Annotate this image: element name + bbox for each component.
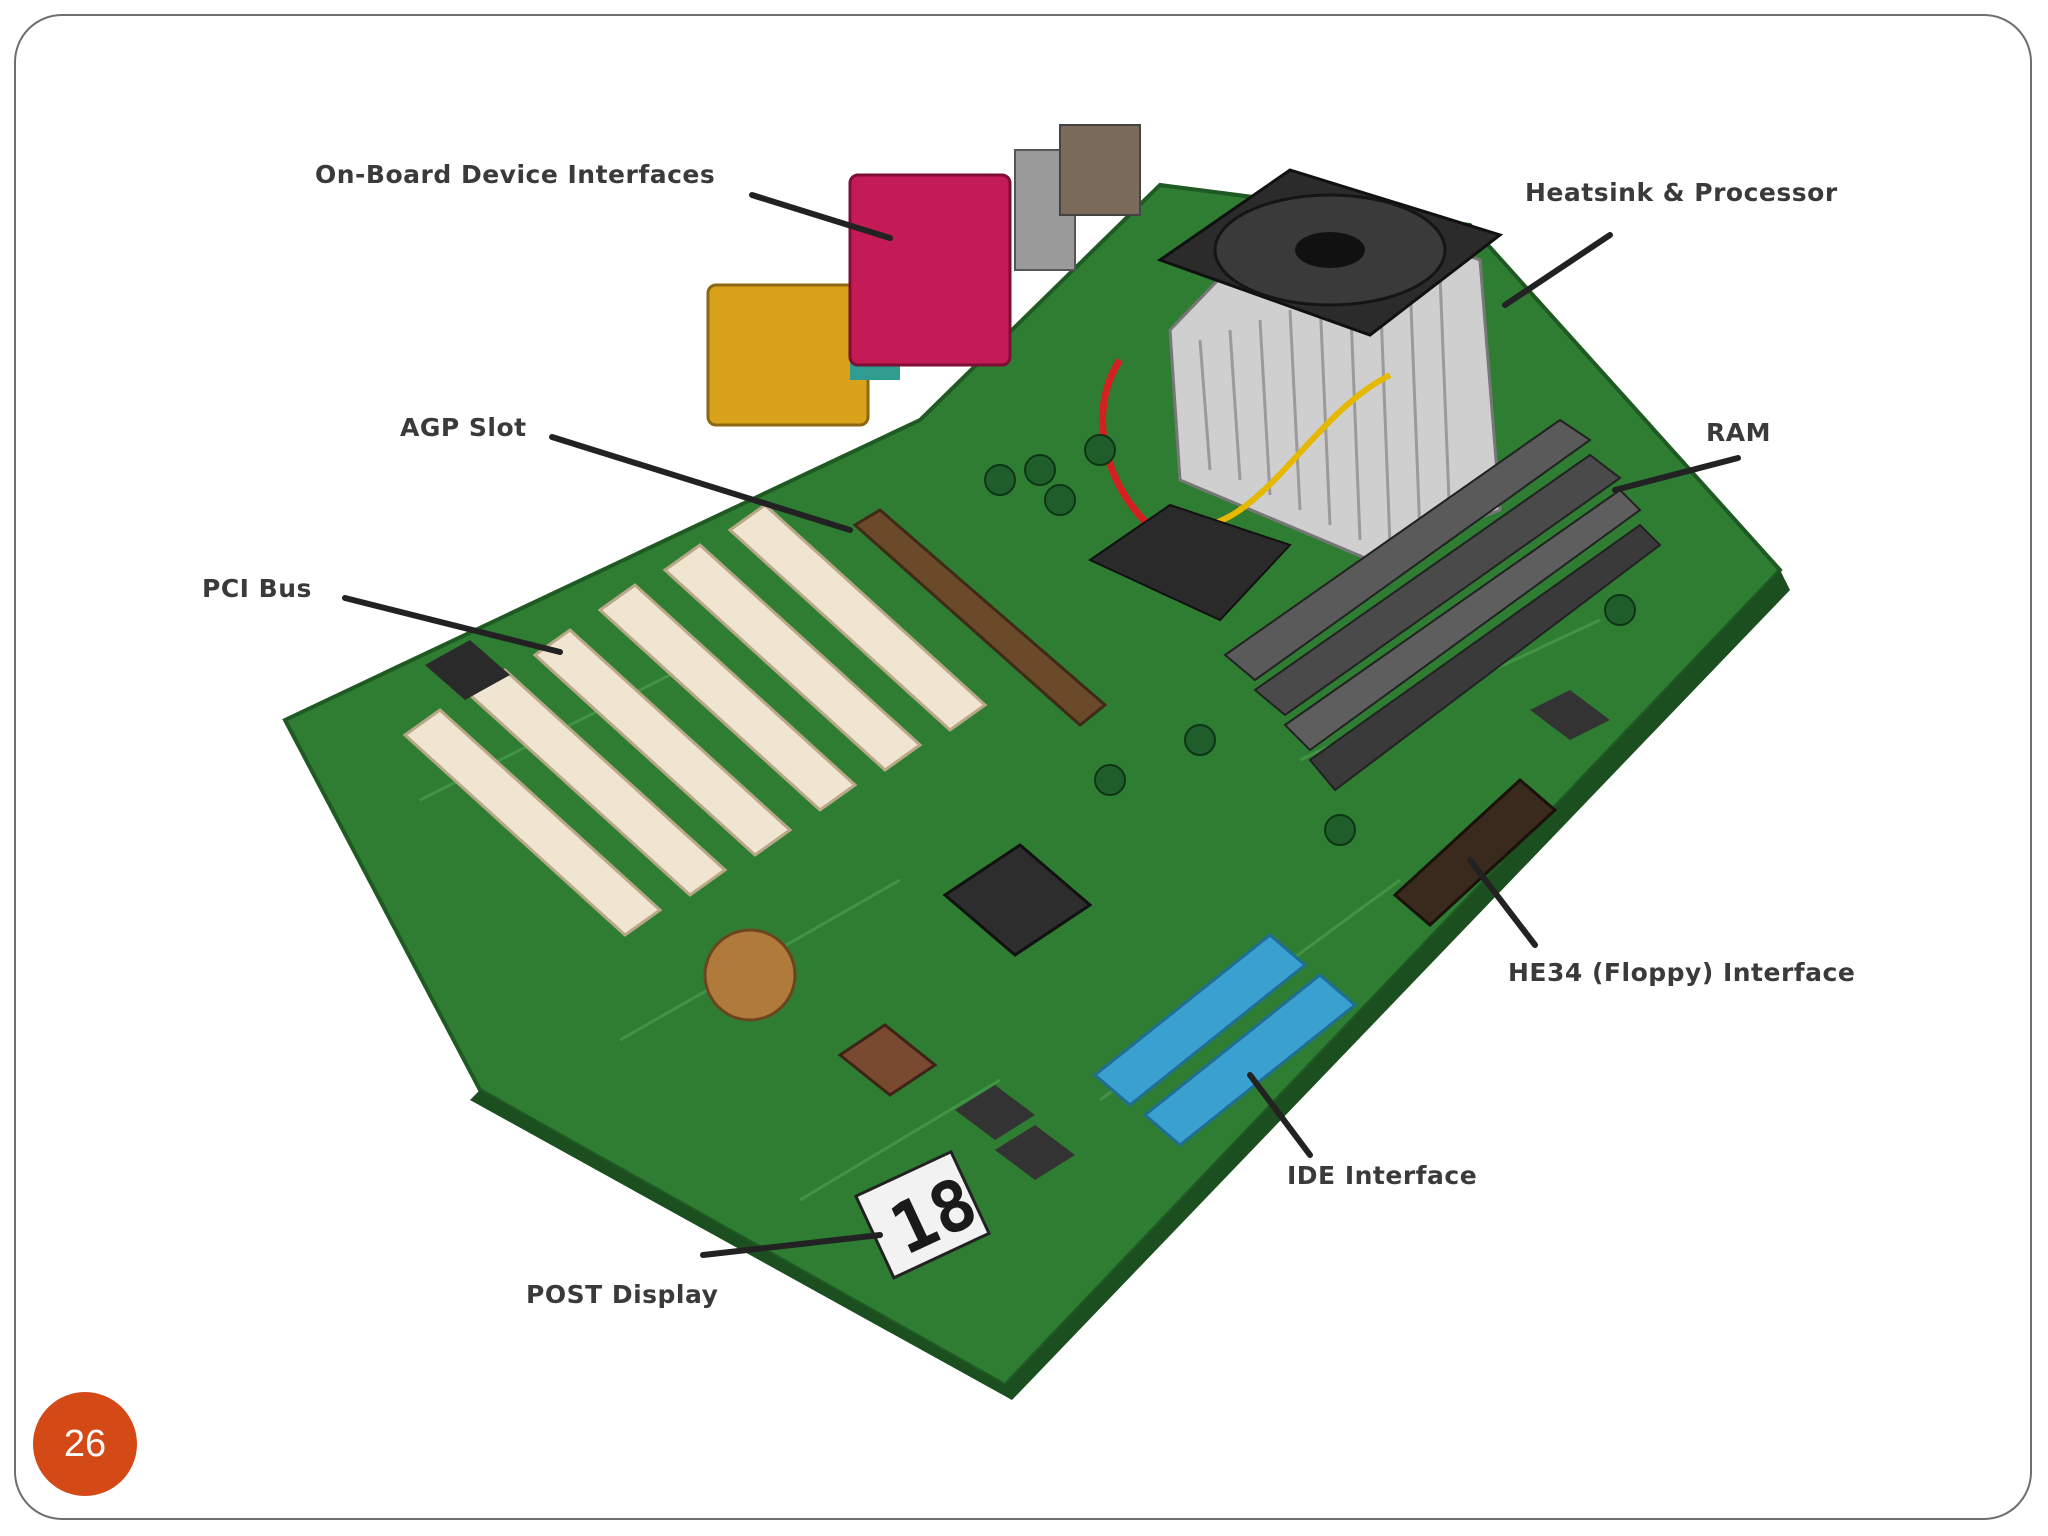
pci-bridge-chip (425, 640, 510, 700)
agp-slot (852, 508, 1108, 727)
pci-slots (402, 503, 988, 937)
leader-post (700, 1232, 883, 1258)
floppy-connector (1392, 777, 1558, 928)
leader-onboard (749, 192, 893, 241)
northbridge-heatsink (1087, 503, 1292, 622)
leader-pci (342, 595, 563, 655)
cpu-fan-hub (1295, 232, 1365, 268)
chipset-via (942, 843, 1093, 957)
cmos-battery (703, 928, 797, 1022)
io-chip-1 (955, 1085, 1035, 1140)
leader-agp (549, 434, 853, 533)
ram-modules (1223, 418, 1662, 792)
page-number-badge: 26 (33, 1392, 137, 1496)
small-chip-right (1530, 690, 1610, 740)
bios-chip (837, 1023, 938, 1097)
label-ram: RAM (1706, 418, 1771, 447)
label-post-display: POST Display (526, 1280, 719, 1309)
capacitors (984, 434, 1636, 846)
io-chip-2 (995, 1125, 1075, 1180)
label-agp-slot: AGP Slot (400, 413, 527, 442)
io-port-yellow (706, 283, 870, 427)
leader-lines (342, 192, 1741, 1258)
leader-heatsink (1502, 232, 1613, 308)
label-onboard-device-interfaces: On-Board Device Interfaces (315, 160, 716, 189)
label-floppy-interface: HE34 (Floppy) Interface (1508, 958, 1856, 987)
heatsink-fins (1198, 274, 1452, 546)
label-pci-bus: PCI Bus (202, 574, 312, 603)
leader-ram (1612, 455, 1741, 493)
label-ide-interface: IDE Interface (1287, 1161, 1478, 1190)
leader-ide (1247, 1072, 1313, 1158)
leader-floppy (1467, 857, 1538, 948)
io-port-grey (1059, 124, 1141, 216)
label-heatsink-processor: Heatsink & Processor (1525, 178, 1838, 207)
io-port-magenta (848, 173, 1012, 367)
ide-connectors (1092, 933, 1358, 1147)
